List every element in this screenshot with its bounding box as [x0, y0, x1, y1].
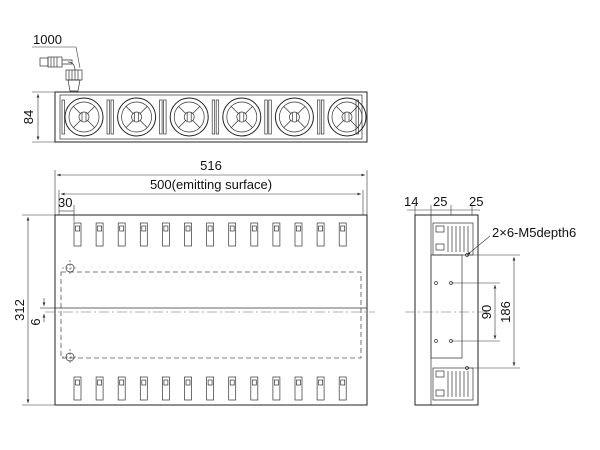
vent-slot [338, 222, 347, 247]
front-slot [264, 99, 268, 135]
slot-offset-label: 30 [58, 195, 72, 210]
cable-connector [39, 56, 83, 92]
front-slot [61, 99, 65, 135]
front-slot [355, 99, 359, 135]
vent-slot [139, 376, 148, 401]
front-slot [268, 99, 272, 135]
vent-slot [184, 222, 192, 247]
vent-slot [184, 376, 192, 401]
vent-slot [73, 376, 82, 401]
vent-slot [250, 376, 259, 401]
fan-icon [327, 97, 367, 137]
vent-slot [272, 376, 281, 401]
front-slot [321, 99, 325, 135]
vent-slot [206, 222, 214, 247]
mount-mark-top [62, 260, 78, 276]
side-25a-label: 25 [433, 194, 447, 209]
vent-slot [139, 222, 148, 247]
vent-slot [206, 376, 214, 401]
vent-slots-bottom [73, 376, 347, 401]
vent-slot [338, 376, 347, 401]
emitting-surface-label: 500(emitting surface) [150, 177, 272, 192]
side-14-label: 14 [404, 194, 418, 209]
overall-length-label: 516 [200, 158, 222, 173]
vent-slot [95, 222, 104, 247]
vent-slot [95, 376, 104, 401]
front-inner [59, 94, 363, 140]
emitting-area [60, 271, 362, 359]
plan-view: 516 500(emitting surface) 30 [12, 158, 375, 406]
front-slot [106, 99, 110, 135]
front-slot [215, 99, 220, 135]
vent-slot [294, 222, 303, 247]
plan-body [54, 214, 368, 406]
fan-icon [64, 97, 104, 137]
mount-mark-bottom [62, 349, 78, 365]
front-slot [159, 99, 163, 135]
front-view: 1000 84 [21, 32, 368, 143]
vent-slot [228, 376, 237, 401]
front-slot [110, 99, 114, 135]
vent-slots-top [73, 222, 347, 247]
vent-slot [117, 222, 126, 247]
front-body [54, 91, 368, 143]
cable-length-label: 1000 [33, 32, 62, 47]
fan-icon [169, 97, 209, 137]
height-label: 84 [21, 110, 36, 124]
fan-icon [274, 97, 314, 137]
vent-slot [250, 222, 259, 247]
side-fan-top [432, 222, 474, 256]
vent-slot [162, 376, 170, 401]
vent-slot [117, 376, 126, 401]
front-slot [317, 99, 321, 135]
center-offset-label: 6 [28, 318, 43, 325]
vent-slot [228, 222, 237, 247]
side-fan-bottom [432, 367, 474, 401]
vent-slot [316, 222, 325, 247]
side-view: 14 25 25 2×6-M5depth6 90 186 [404, 194, 576, 406]
vent-slot [162, 222, 170, 247]
overall-width-label: 312 [12, 299, 27, 321]
side-body [414, 214, 479, 406]
vent-slot [316, 376, 325, 401]
vent-slot [294, 376, 303, 401]
front-slot [211, 99, 216, 135]
cable-dim-leader-2 [75, 46, 81, 69]
vent-slot [73, 222, 82, 247]
fan-row [61, 97, 367, 137]
pitch-90-label: 90 [479, 305, 494, 319]
thread-spec-label: 2×6-M5depth6 [492, 225, 576, 240]
front-slot [163, 99, 167, 135]
side-25b-label: 25 [469, 194, 483, 209]
fan-icon [222, 97, 262, 137]
side-holes [434, 253, 469, 370]
vent-slot [272, 222, 281, 247]
pitch-186-label: 186 [498, 301, 513, 323]
fan-icon [117, 97, 157, 137]
